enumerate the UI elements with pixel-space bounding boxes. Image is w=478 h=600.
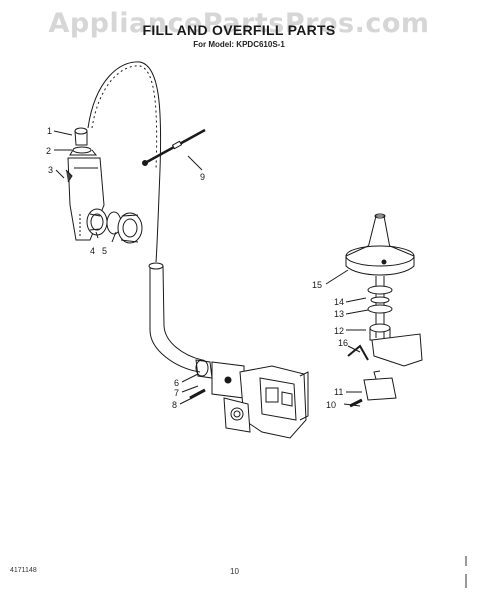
overfill-switch [349, 370, 397, 408]
inlet-hose [148, 262, 203, 373]
callout-9: 9 [200, 172, 205, 182]
fill-tube [87, 61, 162, 263]
float-cone [345, 213, 415, 276]
callout-10: 10 [326, 400, 336, 410]
callout-3: 3 [48, 165, 53, 175]
callout-5: 5 [102, 246, 107, 256]
page-number: 10 [230, 567, 239, 576]
callout-16: 16 [338, 338, 348, 348]
callout-14: 14 [334, 297, 344, 307]
callout-2: 2 [46, 146, 51, 156]
switch-bracket [347, 333, 423, 367]
diagram-title: FILL AND OVERFILL PARTS [142, 22, 336, 38]
callout-12: 12 [334, 326, 344, 336]
callout-4: 4 [90, 246, 95, 256]
water-valve [211, 361, 309, 439]
callout-7: 7 [174, 388, 179, 398]
callout-8: 8 [172, 400, 177, 410]
callout-6: 6 [174, 378, 179, 388]
hose-rod [142, 128, 206, 166]
callout-1: 1 [47, 126, 52, 136]
document-number: 4171148 [10, 567, 37, 574]
float-stem [367, 276, 393, 341]
hose-clamp [189, 359, 213, 400]
callout-11: 11 [334, 387, 343, 397]
watermark: AppliancePartsPros.com [48, 8, 430, 39]
nut-and-washer [86, 208, 143, 244]
callout-leaders [53, 130, 369, 407]
model-label: For Model: KPDC610S-1 [193, 40, 285, 49]
callout-13: 13 [334, 309, 344, 319]
callout-15: 15 [312, 280, 322, 290]
